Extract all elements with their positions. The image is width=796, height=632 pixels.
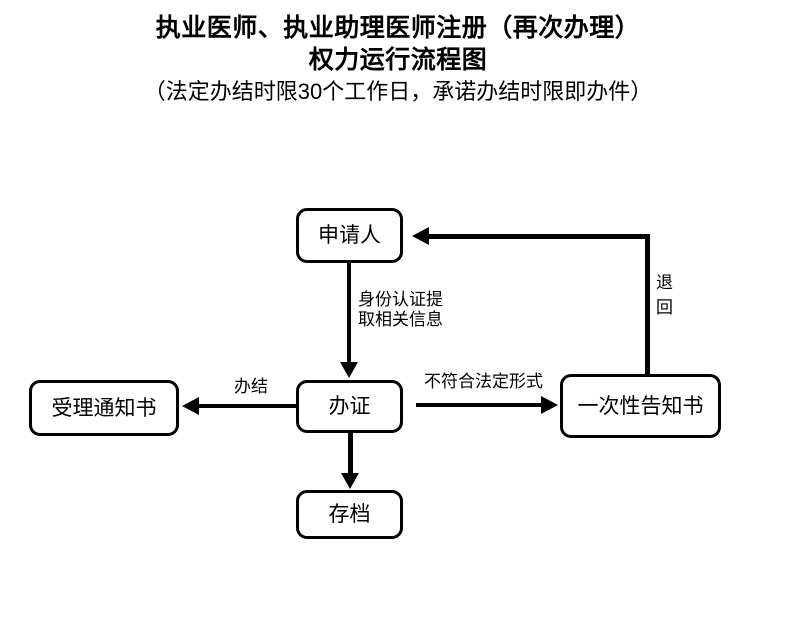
edge-process-to-notice-line	[199, 404, 296, 408]
node-applicant[interactable]: 申请人	[296, 208, 403, 263]
edge-process-to-archive-line	[348, 433, 353, 475]
edge-process-to-onetime-arrowhead	[541, 396, 558, 414]
edge-label-return: 退 回	[656, 273, 673, 317]
node-one-time-notification-label: 一次性告知书	[577, 394, 704, 418]
node-acceptance-notice[interactable]: 受理通知书	[29, 380, 179, 436]
edge-label-identity-verification: 身份认证提 取相关信息	[358, 290, 443, 329]
edge-applicant-to-process-arrowhead	[340, 362, 358, 378]
node-process-certificate[interactable]: 办证	[296, 380, 403, 433]
node-acceptance-notice-label: 受理通知书	[51, 396, 157, 420]
edge-onetime-to-applicant-vertical	[645, 234, 650, 376]
node-process-certificate-label: 办证	[328, 395, 371, 418]
edge-label-non-compliant-form: 不符合法定形式	[424, 372, 543, 391]
node-one-time-notification[interactable]: 一次性告知书	[560, 374, 721, 438]
edge-label-completed: 办结	[234, 377, 268, 396]
node-archive-label: 存档	[328, 503, 371, 526]
edge-applicant-to-process-line	[347, 262, 351, 362]
page-title: 执业医师、执业助理医师注册（再次办理） 权力运行流程图	[0, 12, 796, 76]
title-line-2: 权力运行流程图	[308, 46, 488, 74]
title-line-1: 执业医师、执业助理医师注册（再次办理）	[155, 14, 641, 42]
edge-process-to-notice-arrowhead	[182, 397, 199, 415]
page-subtitle: （法定办结时限30个工作日，承诺办结时限即办件）	[143, 79, 653, 104]
node-archive[interactable]: 存档	[296, 490, 403, 539]
node-applicant-label: 申请人	[318, 224, 381, 247]
edge-process-to-onetime-line	[416, 403, 541, 407]
edge-onetime-to-applicant-horizontal	[429, 234, 650, 239]
edge-process-to-archive-arrowhead	[341, 473, 359, 489]
edge-onetime-to-applicant-arrowhead	[412, 227, 429, 245]
